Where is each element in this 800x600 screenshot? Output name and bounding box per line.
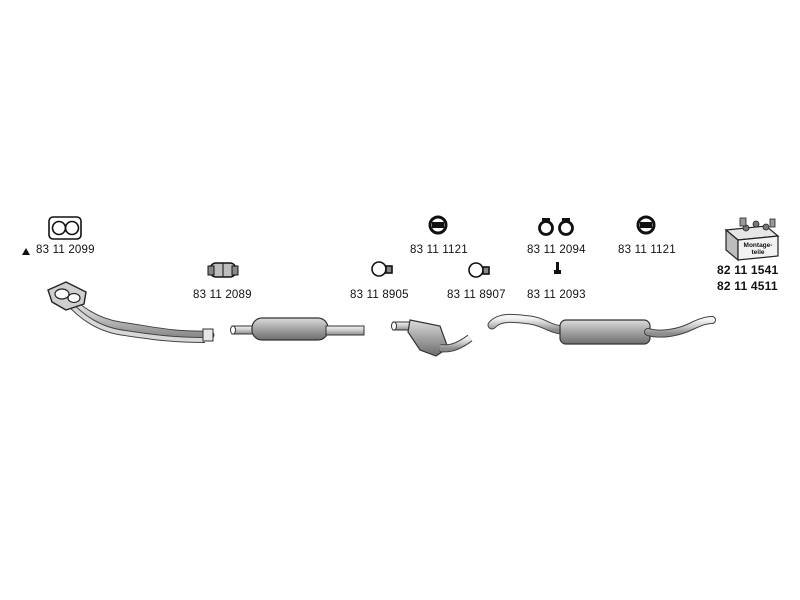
part-number-bolt: 83 11 2093 (527, 289, 586, 301)
mounting-kit-box-icon: Montage-teile (724, 217, 780, 262)
kit-box-label: Montage-teile (744, 242, 773, 256)
part-number-hanger-b: 83 11 1121 (618, 244, 676, 256)
hanger-icon-a (428, 215, 448, 235)
part-number-clamp-small-a: 83 11 8905 (350, 289, 409, 301)
middle-muffler (230, 317, 365, 341)
small-clamp-icon-a (371, 261, 393, 277)
gasket-icon (48, 216, 82, 240)
bolt-icon (554, 262, 561, 274)
part-number-hanger-a: 83 11 1121 (410, 244, 468, 256)
part-number-clamp-small-b: 83 11 8907 (447, 289, 506, 301)
kit-box-label-line: Montage- (744, 242, 773, 249)
triangle-icon (22, 248, 30, 255)
kit-box-label-line: teile (751, 249, 764, 256)
part-number-kit-1: 82 11 1541 (717, 263, 779, 277)
small-clamp-icon-b (468, 262, 490, 278)
part-number-gasket: 83 11 2099 (36, 244, 95, 256)
large-clamp-icon (207, 262, 239, 278)
part-number-rings: 83 11 2094 (527, 244, 586, 256)
rear-muffler (487, 313, 716, 345)
rings-icon (538, 218, 574, 236)
front-pipe (47, 281, 215, 343)
intermediate-box (391, 319, 473, 357)
part-number-kit-2: 82 11 4511 (717, 279, 778, 293)
part-number-clamp-large: 83 11 2089 (193, 289, 252, 301)
hanger-icon-b (636, 215, 656, 235)
